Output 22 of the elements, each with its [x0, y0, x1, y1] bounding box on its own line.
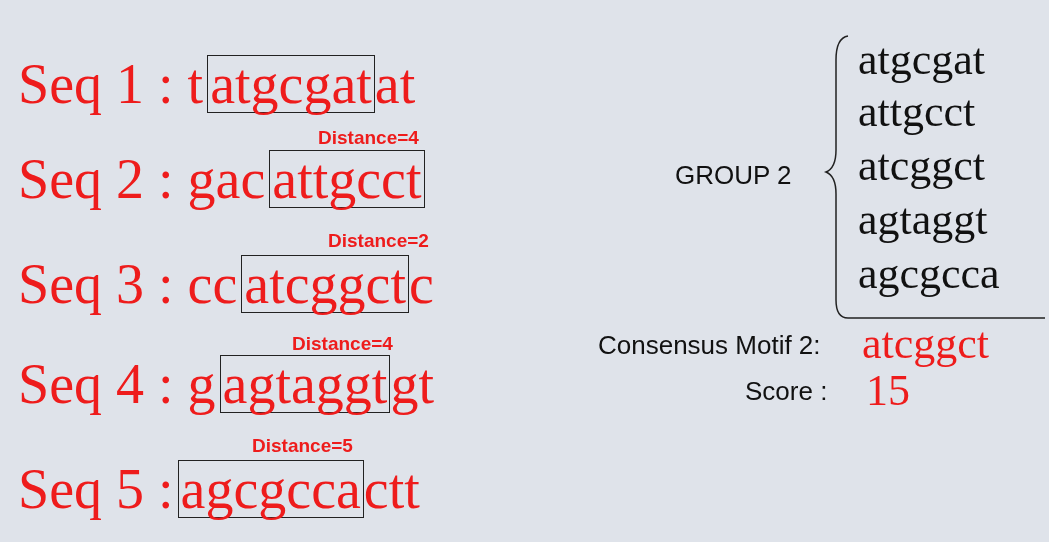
distance-label: Distance=4 — [292, 333, 393, 355]
score-value: 15 — [866, 366, 910, 416]
motif-box: agtaggt — [219, 355, 391, 413]
motif-box: atgcgat — [207, 55, 375, 113]
motif-box: agcgcca — [177, 460, 364, 518]
motif-box: atcggct — [241, 255, 409, 313]
motif-sequence: atcggct — [858, 140, 986, 191]
distance-label: Distance=4 — [318, 127, 419, 149]
motif-sequence: agcgcca — [858, 248, 1000, 299]
motif-sequence: attgcct — [858, 86, 976, 137]
consensus-label: Consensus Motif 2: — [598, 330, 821, 361]
motif-sequence: atgcgat — [858, 34, 986, 85]
motif-box: attgcct — [269, 150, 425, 208]
score-label: Score : — [745, 376, 828, 407]
group-title: GROUP 2 — [675, 160, 792, 191]
distance-label: Distance=5 — [252, 435, 353, 457]
consensus-motif: atcggct — [862, 318, 990, 369]
sequence-text: ctt — [363, 461, 420, 517]
sequence-text: at — [374, 56, 416, 112]
sequence-text: c — [408, 256, 434, 312]
motif-sequence: agtaggt — [858, 194, 988, 245]
distance-label: Distance=2 — [328, 230, 429, 252]
